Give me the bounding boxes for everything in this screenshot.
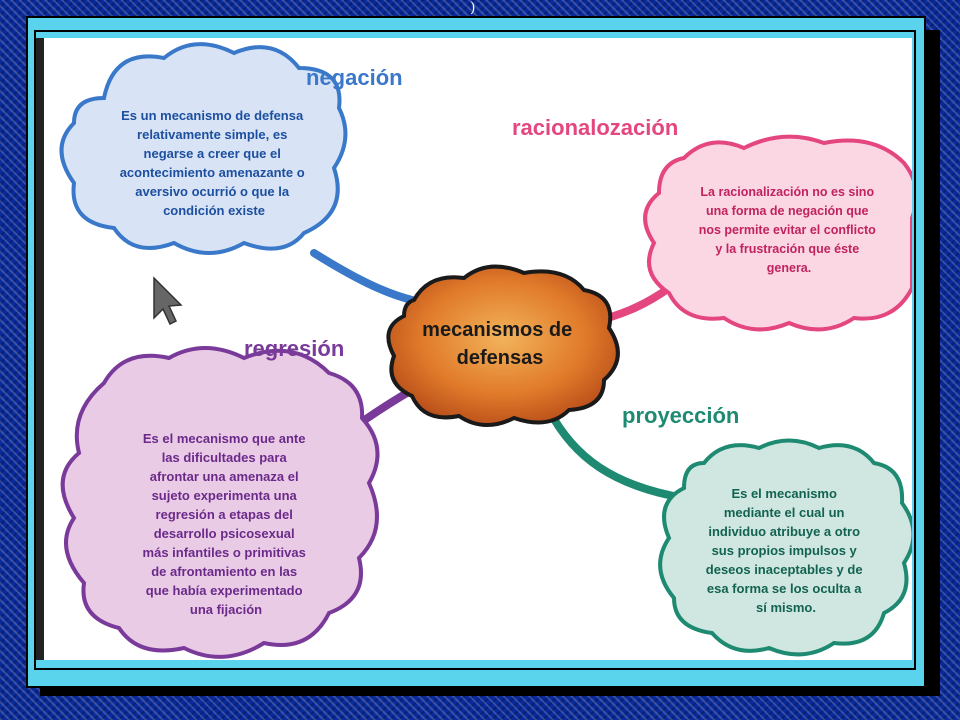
- connector-proyeccion: [545, 406, 688, 502]
- negacion-text: Es un mecanismo de defensa relativamente…: [120, 108, 309, 218]
- racionalizacion-title: racionalozación: [512, 115, 678, 140]
- proyeccion-text: Es el mecanismo mediante el cual un indi…: [706, 486, 866, 615]
- connector-negacion: [310, 249, 416, 304]
- center-title: mecanismos de defensas: [422, 319, 578, 369]
- top-mark: ): [470, 0, 476, 16]
- racionalizacion-cloud: [643, 134, 912, 332]
- center-cloud: [386, 264, 620, 427]
- regresion-text: Es el mecanismo que ante las dificultade…: [143, 431, 310, 617]
- mind-map-canvas: negación Es un mecanismo de defensa rela…: [44, 38, 912, 660]
- negacion-title: negación: [306, 65, 403, 90]
- proyeccion-title: proyección: [622, 403, 739, 428]
- frame-left-strip: [36, 38, 44, 660]
- proyeccion-cloud: [658, 438, 912, 657]
- cursor-icon: [153, 276, 183, 326]
- mind-map: negación Es un mecanismo de defensa rela…: [59, 42, 912, 659]
- negacion-cloud: [59, 42, 348, 255]
- racionalizacion-text: La racionalización no es sino una forma …: [699, 185, 880, 275]
- regresion-title: regresión: [244, 336, 344, 361]
- regresion-cloud: [60, 346, 380, 659]
- frame-inner-border: [34, 30, 916, 670]
